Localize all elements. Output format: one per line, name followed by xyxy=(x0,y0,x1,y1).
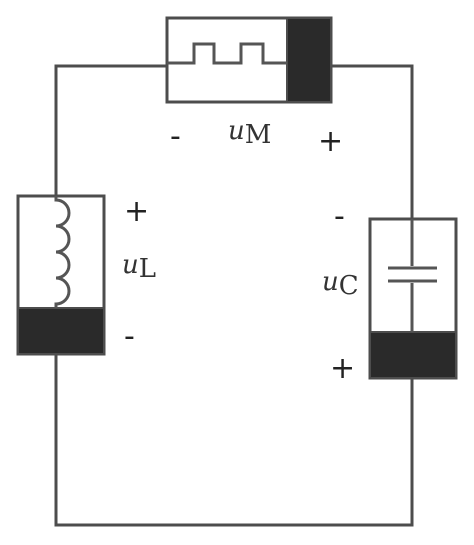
inductor xyxy=(16,194,106,356)
capacitor xyxy=(368,217,458,380)
memristor-label-sub: M xyxy=(245,120,272,150)
memristor-square-wave xyxy=(167,42,287,65)
memristor-right-sign: + xyxy=(318,124,343,159)
inductor-bottom-sign: - xyxy=(124,319,135,354)
capacitor-voltage-label: uC xyxy=(322,267,359,301)
inductor-voltage-label: uL xyxy=(122,250,156,284)
capacitor-top-sign: - xyxy=(334,199,345,234)
inductor-terminal-band xyxy=(17,307,105,355)
memristor-left-sign: - xyxy=(170,119,181,154)
memristor-voltage-label: uM xyxy=(228,116,271,150)
capacitor-label-var: u xyxy=(322,267,339,297)
capacitor-bottom-sign: + xyxy=(330,351,355,386)
capacitor-label-sub: C xyxy=(339,271,359,301)
wire-top-right xyxy=(330,64,414,221)
inductor-label-sub: L xyxy=(139,254,156,284)
wire-top-left xyxy=(54,64,169,198)
inductor-top-sign: + xyxy=(124,194,149,229)
memristor-label-var: u xyxy=(228,116,245,146)
capacitor-terminal-band xyxy=(369,331,457,379)
inductor-coil xyxy=(54,196,71,308)
memristor xyxy=(165,16,333,104)
memristor-terminal-band xyxy=(286,17,332,103)
wire-bottom xyxy=(54,354,414,527)
inductor-label-var: u xyxy=(122,250,139,280)
